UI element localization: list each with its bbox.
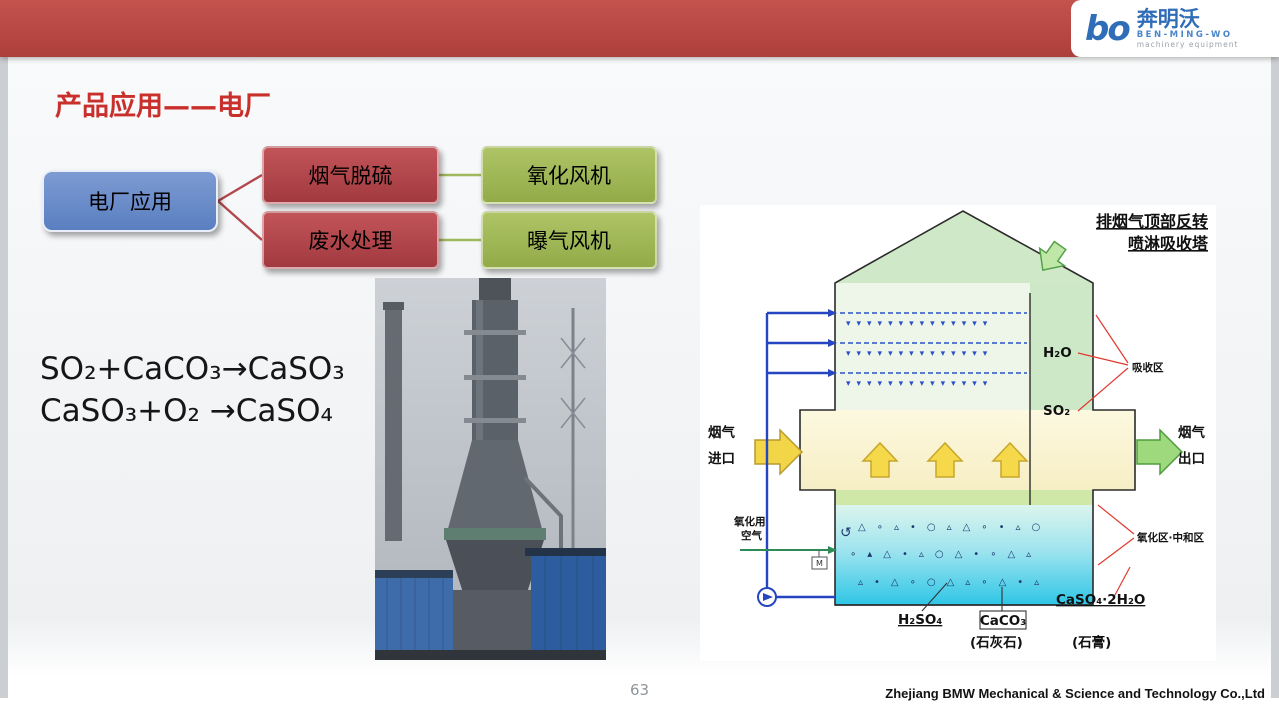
gas-inlet-arrow <box>754 428 804 476</box>
right-gutter <box>1271 57 1279 698</box>
caco3-box <box>979 610 1027 630</box>
label-oxidation-air-1: 氧化用 <box>733 515 766 528</box>
motor-icon: M <box>816 559 823 568</box>
left-gutter <box>0 57 8 698</box>
flow-node-oxidation-fan: 氧化风机 <box>481 146 657 204</box>
label-oxidation-zone: 氧化区·中和区 <box>1136 531 1204 544</box>
flow-node-aeration-fan: 曝气风机 <box>481 211 657 269</box>
label-oxidation-air-2: 空气 <box>741 529 762 542</box>
chemical-formulas: SO₂+CaCO₃→CaSO₃ CaSO₃+O₂ →CaSO₄ <box>40 348 345 432</box>
svg-text:△∘▵•○▵△∘•▵○: △∘▵•○▵△∘•▵○ <box>858 522 1051 533</box>
svg-text:▾▾▾▾▾▾▾▾▾▾▾▾▾▾: ▾▾▾▾▾▾▾▾▾▾▾▾▾▾ <box>846 319 993 329</box>
label-gypsum: (石膏) <box>1072 634 1111 651</box>
label-gas-inlet-2: 进口 <box>708 451 735 467</box>
label-h2o: H₂O <box>1043 345 1072 361</box>
logo-text: 奔明沃 BEN-MING-WO machinery equipment <box>1137 8 1239 49</box>
flow-node-power-plant-application: 电厂应用 <box>42 170 218 232</box>
logo-company-name: 奔明沃 <box>1136 7 1200 32</box>
label-so2: SO₂ <box>1043 403 1070 419</box>
svg-text:↺: ↺ <box>840 525 852 541</box>
label-spray-tower: 喷淋吸收塔 <box>1128 234 1209 253</box>
label-h2so4: H₂SO₄ <box>898 612 942 628</box>
label-limestone: (石灰石) <box>970 634 1023 651</box>
page-number: 63 <box>629 681 650 699</box>
formula-oxidation: CaSO₃+O₂ →CaSO₄ <box>40 393 333 429</box>
page-title: 产品应用——电厂 <box>55 91 271 122</box>
logo-tagline: machinery equipment <box>1136 39 1239 49</box>
logo-romanized-name: BEN-MING-WO <box>1136 30 1233 41</box>
slurry-symbols: ↺ △∘▵•○▵△∘•▵○ ∘▴△•▵○△•∘△▵ ▵•△∘○△▵∘△•▵ <box>840 522 1051 588</box>
label-gas-outlet-2: 出口 <box>1178 450 1205 467</box>
company-logo: bo 奔明沃 BEN-MING-WO machinery equipment <box>1071 0 1279 57</box>
spray-layers: ▾▾▾▾▾▾▾▾▾▾▾▾▾▾ ▾▾▾▾▾▾▾▾▾▾▾▾▾▾ ▾▾▾▾▾▾▾▾▾▾… <box>840 312 1027 389</box>
flowchart-connectors <box>217 173 481 242</box>
top-reverse-arrow <box>1038 240 1067 272</box>
flow-node-flue-gas-desulfurization: 烟气脱硫 <box>262 146 439 204</box>
tower-body-fills <box>800 211 1135 605</box>
absorber-diagram: ▾▾▾▾▾▾▾▾▾▾▾▾▾▾ ▾▾▾▾▾▾▾▾▾▾▾▾▾▾ ▾▾▾▾▾▾▾▾▾▾… <box>700 205 1216 661</box>
tower-outline <box>799 210 1136 606</box>
label-gas-inlet-1: 烟气 <box>708 424 736 441</box>
leader-lines-black <box>921 582 1003 612</box>
oxidation-air-line: M <box>740 546 837 570</box>
svg-text:▵•△∘○△▵∘△•▵: ▵•△∘○△▵∘△•▵ <box>858 577 1050 588</box>
label-gas-outlet-1: 烟气 <box>1178 424 1206 441</box>
tower-photo <box>375 278 606 660</box>
leader-lines-red <box>1077 314 1135 596</box>
footer-company: Zhejiang BMW Mechanical & Science and Te… <box>885 686 1265 701</box>
logo-icon: bo <box>1085 8 1131 49</box>
svg-text:▾▾▾▾▾▾▾▾▾▾▾▾▾▾: ▾▾▾▾▾▾▾▾▾▾▾▾▾▾ <box>846 379 993 389</box>
svg-text:∘▴△•▵○△•∘△▵: ∘▴△•▵○△•∘△▵ <box>850 549 1042 560</box>
flow-node-wastewater-treatment: 废水处理 <box>262 211 439 269</box>
header-bar: bo 奔明沃 BEN-MING-WO machinery equipment <box>0 0 1279 57</box>
label-caco3: CaCO₃ <box>980 613 1026 629</box>
label-top-reverse: 排烟气顶部反转 <box>1096 212 1208 231</box>
slurry-pipes <box>757 309 837 607</box>
svg-text:▾▾▾▾▾▾▾▾▾▾▾▾▾▾: ▾▾▾▾▾▾▾▾▾▾▾▾▾▾ <box>846 349 993 359</box>
photo-background-structures <box>383 302 586 578</box>
label-caso4: CaSO₄·2H₂O <box>1056 592 1145 608</box>
photo-factory-buildings <box>375 548 606 660</box>
gas-outlet-arrow <box>1136 428 1184 476</box>
formula-absorption: SO₂+CaCO₃→CaSO₃ <box>40 351 345 387</box>
label-absorption-zone: 吸收区 <box>1132 361 1164 374</box>
